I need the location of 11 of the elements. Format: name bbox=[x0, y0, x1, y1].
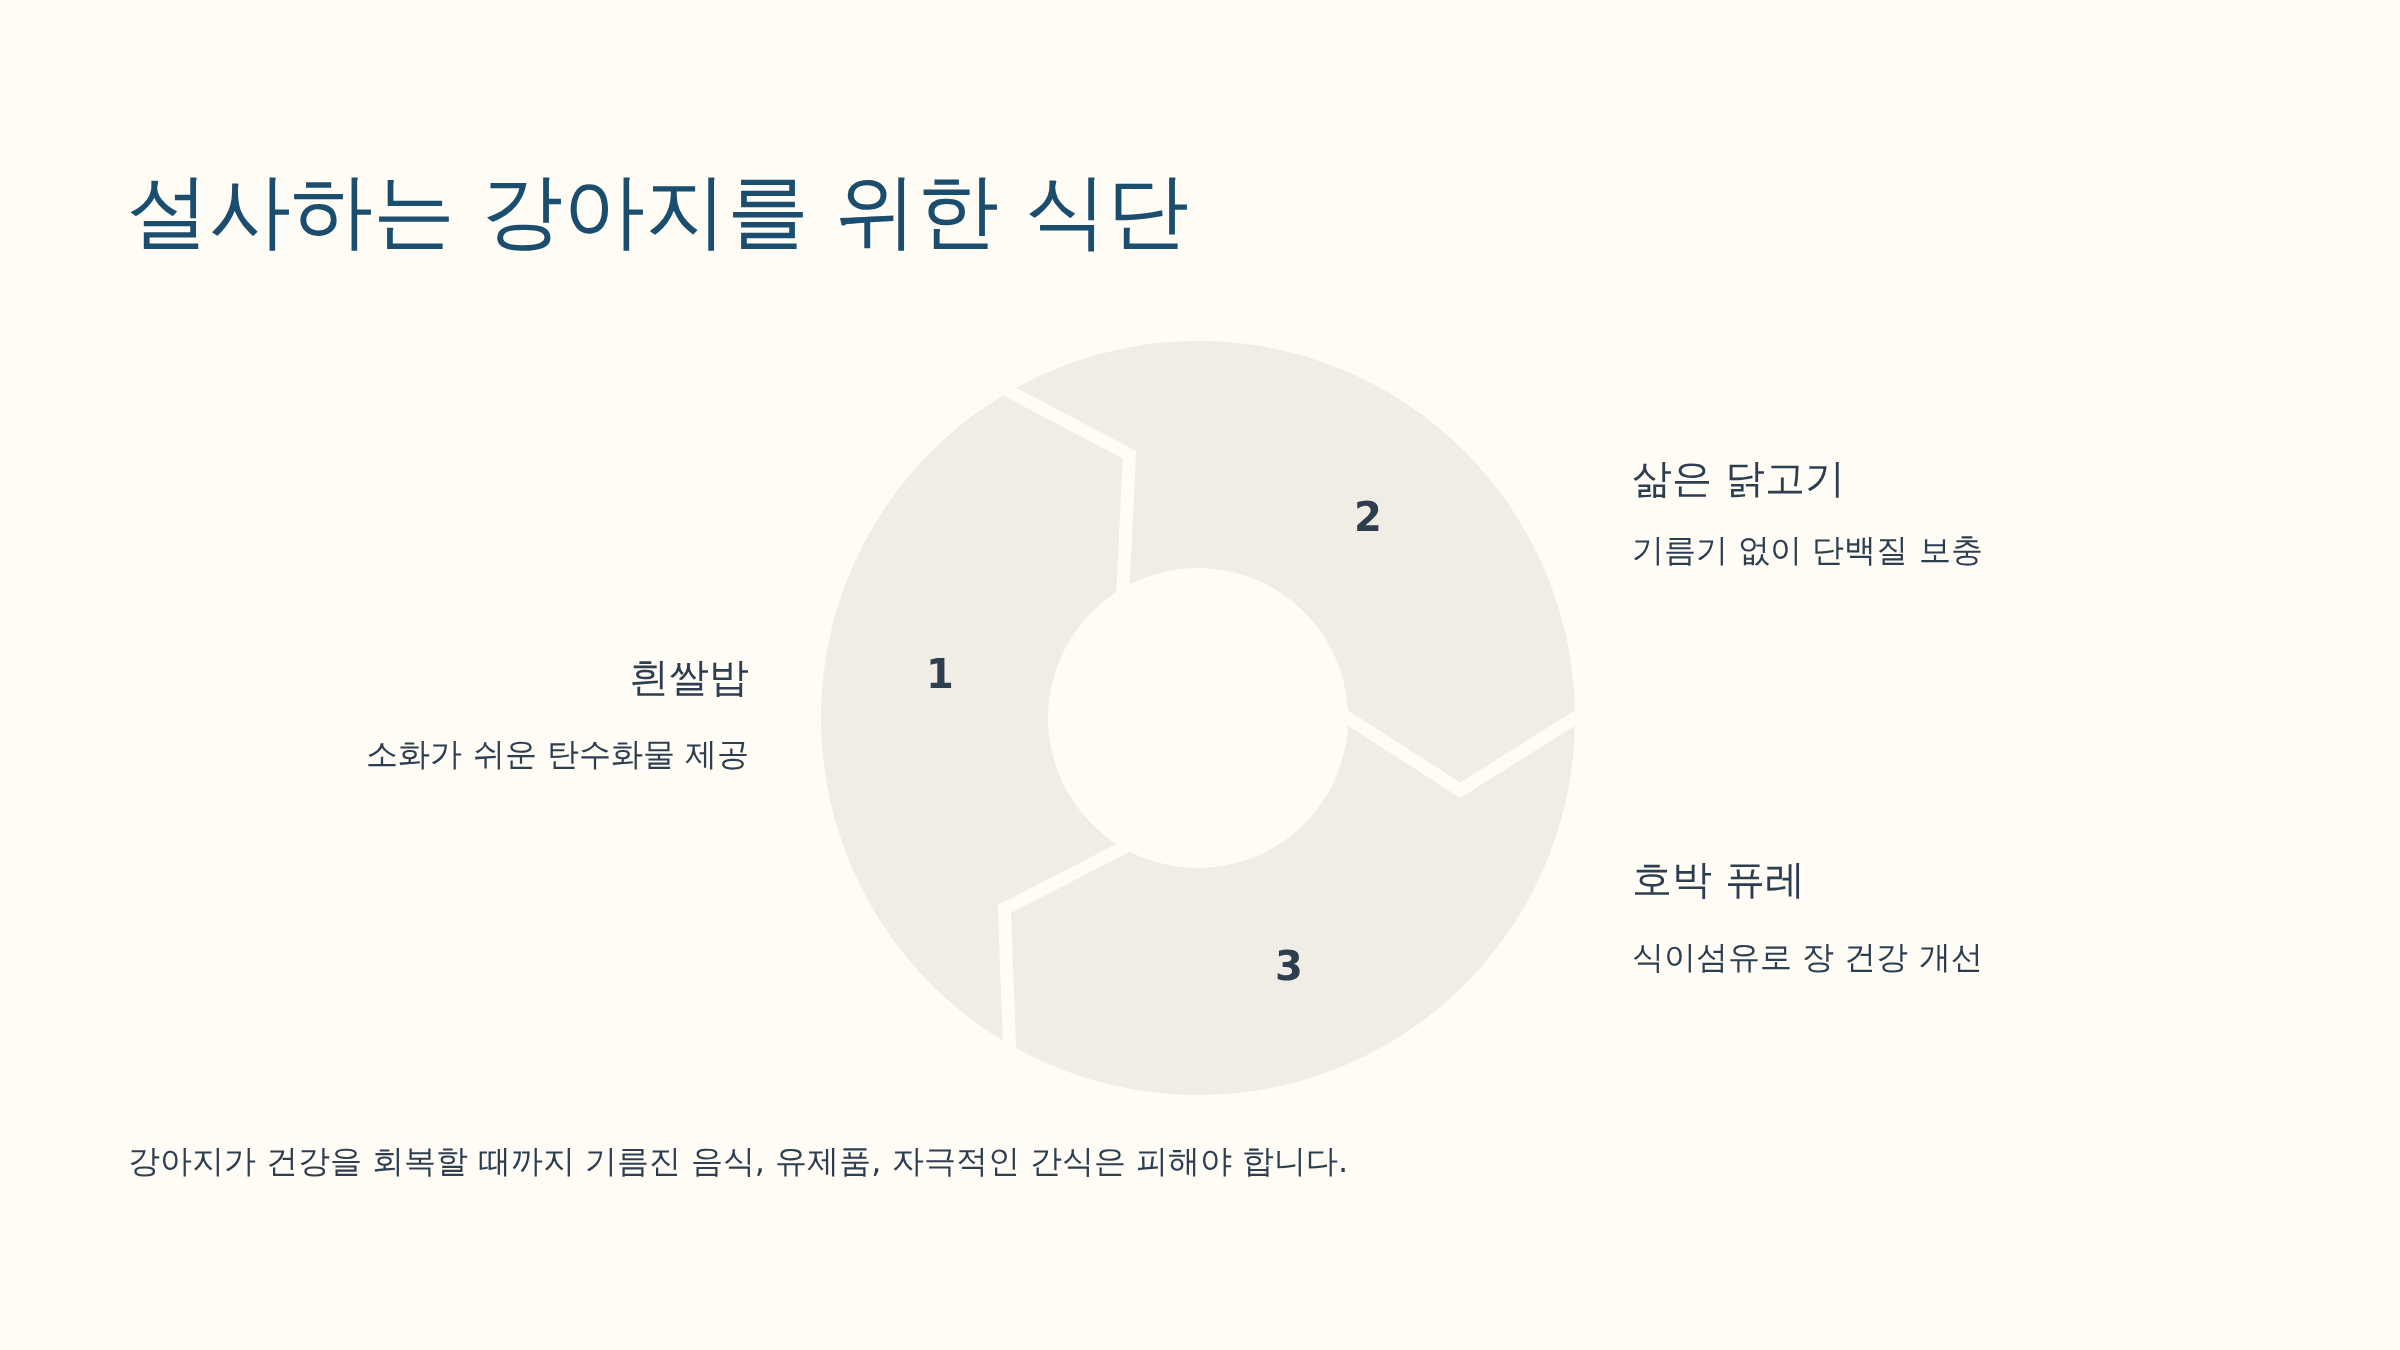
item-description: 기름기 없이 단백질 보충 bbox=[1632, 530, 1983, 570]
item-heading: 호박 퓨레 bbox=[1632, 855, 1805, 903]
item-description: 식이섬유로 장 건강 개선 bbox=[1632, 937, 1983, 977]
step-number: 2 bbox=[1354, 493, 1382, 541]
item-heading: 삶은 닭고기 bbox=[1632, 454, 1845, 502]
step-number: 1 bbox=[926, 650, 954, 698]
footnote: 강아지가 건강을 회복할 때까지 기름진 음식, 유제품, 자극적인 간식은 피해야 합니다. bbox=[128, 1141, 1349, 1181]
step-number: 3 bbox=[1275, 942, 1303, 990]
title: 설사하는 강아지를 위한 식단 bbox=[127, 161, 1190, 260]
item-heading: 흰쌀밥 bbox=[629, 653, 749, 701]
item-description: 소화가 쉬운 탄수화물 제공 bbox=[366, 734, 749, 774]
